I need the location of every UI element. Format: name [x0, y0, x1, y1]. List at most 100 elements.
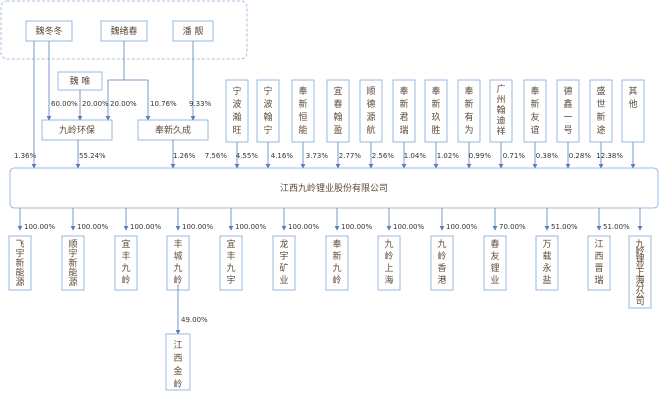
shareholder-6: 奉新君瑞 2.56%	[372, 79, 416, 169]
subsidiary-pct: 100.00%	[182, 223, 213, 231]
jinling-connector: 49.00%	[175, 284, 208, 335]
pct-ww-jiuling: 20.00%	[82, 100, 109, 108]
subsidiary-pct: 100.00%	[288, 223, 319, 231]
pct-xc-jiuling: 20.00%	[110, 100, 137, 108]
svg-text:魏绪春: 魏绪春	[110, 25, 137, 37]
pct-dd-company: 1.36%	[14, 152, 37, 160]
pct-dd-jiuling: 60.00%	[51, 100, 78, 108]
svg-text:德鑫一号: 德鑫一号	[563, 85, 572, 136]
shareholder-3: 奉新恒能 4.16%	[271, 79, 315, 169]
shareholder-group: 宁波瀚旺 7.56% 宁波翰宁 4.55% 奉新恒能 4.16% 宜春翰盈 3.73% 顺德源航…	[205, 79, 645, 169]
svg-text:九岭环保: 九岭环保	[59, 124, 95, 136]
holding-box-jiuling-huanbao: 九岭环保	[41, 119, 113, 141]
svg-text:九岭锂业上海分公司: 九岭锂业上海分公司	[635, 239, 644, 308]
shareholder-pct: 1.04%	[404, 152, 427, 160]
shareholder-pct: 7.56%	[205, 152, 228, 160]
subsidiary-pct: 100.00%	[77, 223, 108, 231]
pct-xc-fengxin: 10.76%	[150, 100, 177, 108]
shareholder-5: 顺德源航 2.77%	[339, 79, 383, 169]
shareholder-pct: 4.55%	[236, 152, 259, 160]
svg-text:江西九岭锂业股份有限公司: 江西九岭锂业股份有限公司	[280, 182, 388, 194]
shareholder-4: 宜春翰盈 3.73%	[306, 79, 350, 169]
subsidiary-12: 51.00%江西晋瑞	[587, 208, 630, 291]
subsidiary-5: 100.00%宜丰九宇	[219, 208, 266, 291]
subsidiary-1: 100.00%飞宇新能源	[8, 208, 55, 291]
shareholder-2: 宁波翰宁 4.55%	[236, 79, 280, 169]
subsidiary-11: 51.00% 万载永盐	[535, 208, 578, 291]
shareholder-13: 其他 12.38%	[596, 79, 645, 169]
shareholder-pct: 0.28%	[569, 152, 592, 160]
svg-text:其他: 其他	[628, 86, 637, 110]
svg-text:奉新君瑞: 奉新君瑞	[399, 85, 408, 136]
svg-text:宁波翰宁: 宁波翰宁	[263, 85, 272, 136]
subsidiary-6: 100.00%龙宇矿业	[272, 208, 319, 291]
subsidiary-pct: 51.00%	[551, 223, 578, 231]
svg-text:奉新玖胜: 奉新玖胜	[431, 85, 440, 136]
subsidiary-pct: 100.00%	[235, 223, 266, 231]
svg-text:奉新有为: 奉新有为	[464, 85, 473, 136]
svg-text:九岭上海: 九岭上海	[384, 239, 393, 286]
subsidiary-group: 100.00%飞宇新能源100.00%顺宇新能源100.00%宜丰九岭100.0…	[8, 208, 652, 309]
svg-text:奉新九岭: 奉新九岭	[332, 238, 341, 286]
subsidiary-pct: 100.00%	[393, 223, 424, 231]
pct-jinling: 49.00%	[181, 316, 208, 324]
holding-box-fengxin-jiucheng: 奉新久成	[137, 119, 209, 141]
shareholder-8: 奉新有为 1.02%	[437, 79, 481, 169]
svg-text:江西晋瑞: 江西晋瑞	[594, 239, 603, 286]
shareholder-pct: 3.73%	[306, 152, 329, 160]
subsidiary-4: 100.00%丰城九岭	[166, 208, 213, 291]
shareholder-pct: 0.99%	[469, 152, 492, 160]
svg-text:奉新久成: 奉新久成	[155, 124, 191, 136]
subsidiary-pct: 100.00%	[341, 223, 372, 231]
subsidiary-pct: 100.00%	[446, 223, 477, 231]
subsidiary-pct: 100.00%	[130, 223, 161, 231]
svg-text:魏 唯: 魏 唯	[70, 75, 91, 87]
shareholder-1: 宁波瀚旺 7.56%	[205, 79, 249, 169]
shareholder-pct: 12.38%	[596, 152, 623, 160]
people-connectors	[46, 41, 196, 121]
person-box-wei-wei: 魏 唯	[57, 71, 103, 91]
svg-text:顺宇新能源: 顺宇新能源	[68, 239, 77, 288]
subsidiary-8: 100.00%九岭上海	[377, 208, 424, 291]
svg-text:万载永盐: 万载永盐	[542, 240, 551, 286]
shareholder-pct: 4.16%	[271, 152, 294, 160]
subsidiary-13: 九岭锂业上海分公司	[628, 208, 652, 309]
subsidiary-7: 100.00%奉新九岭	[325, 208, 372, 291]
svg-text:魏冬冬: 魏冬冬	[35, 25, 62, 37]
subsidiary-9: 100.00%九岭香港	[430, 208, 477, 291]
shareholder-pct: 1.02%	[437, 152, 460, 160]
subsidiary-2: 100.00%顺宇新能源	[61, 208, 108, 291]
shareholder-9: 广州翰迪祥 0.99%	[469, 79, 513, 169]
jinling-label: 江西金岭	[173, 340, 182, 390]
shareholder-pct: 0.38%	[536, 152, 559, 160]
svg-text:春友锂业: 春友锂业	[490, 238, 499, 286]
subsidiary-pct: 51.00%	[603, 223, 630, 231]
subsidiary-10: 70.00%春友锂业	[483, 208, 526, 291]
svg-text:宜丰九宇: 宜丰九宇	[226, 238, 235, 286]
svg-text:龙宇矿业: 龙宇矿业	[279, 238, 288, 286]
company-box: 江西九岭锂业股份有限公司	[9, 167, 659, 209]
svg-text:宁波瀚旺: 宁波瀚旺	[232, 85, 241, 136]
subsidiary-pct: 100.00%	[24, 223, 55, 231]
svg-text:潘 靓: 潘 靓	[183, 25, 204, 37]
svg-text:广州翰迪祥: 广州翰迪祥	[496, 83, 505, 137]
person-box-pan-liang: 潘 靓	[172, 20, 214, 42]
svg-text:丰城九岭: 丰城九岭	[173, 238, 182, 286]
direct-connectors	[31, 41, 176, 169]
svg-text:宜春翰盈: 宜春翰盈	[333, 85, 342, 136]
shareholder-11: 德鑫一号 0.38%	[536, 79, 580, 169]
pct-pl-fengxin: 9.33%	[189, 100, 212, 108]
subsidiary-3: 100.00%宜丰九岭	[114, 208, 161, 291]
person-box-wei-xuchun: 魏绪春	[100, 20, 148, 42]
shareholder-7: 奉新玖胜 1.04%	[404, 79, 448, 169]
svg-text:顺德源航: 顺德源航	[366, 86, 375, 136]
svg-text:奉新恒能: 奉新恒能	[298, 85, 307, 136]
svg-text:奉新友谊: 奉新友谊	[530, 85, 539, 136]
person-box-wei-dongdong: 魏冬冬	[25, 20, 73, 42]
sub-box-jiangxi-jinling: 江西金岭	[165, 333, 191, 391]
svg-text:飞宇新能源: 飞宇新能源	[15, 239, 24, 288]
shareholder-pct: 2.77%	[339, 152, 362, 160]
shareholder-pct: 2.56%	[372, 152, 395, 160]
